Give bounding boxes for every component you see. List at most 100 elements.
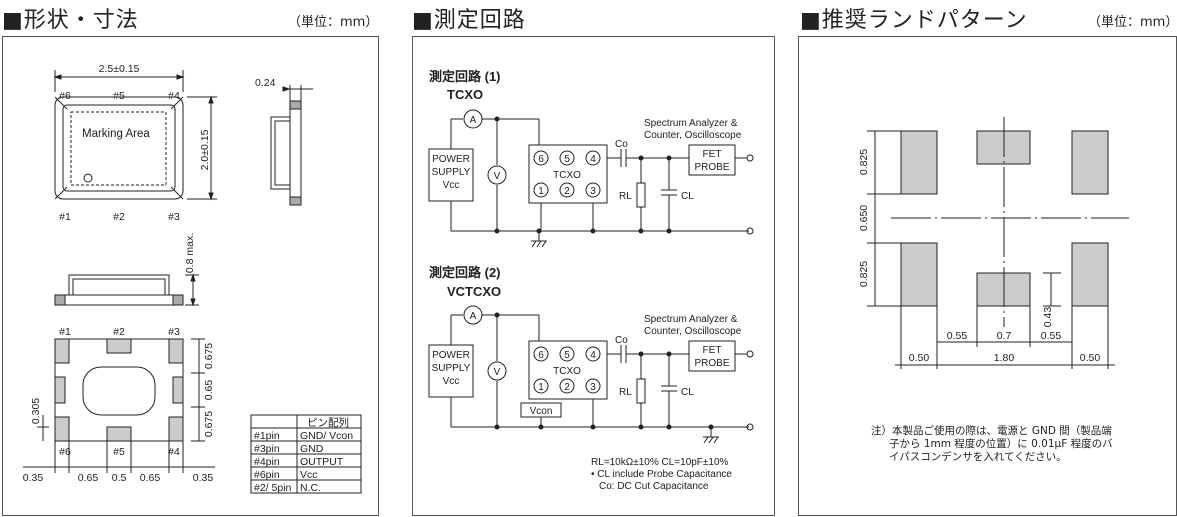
top-pin-label: #5	[113, 90, 125, 102]
pin-table-header: ピン配列	[307, 416, 349, 429]
bottom-view-pin-label: #2	[113, 326, 125, 338]
max-height-text: 0.8 max.	[184, 233, 196, 273]
power-supply-text: POWER	[432, 350, 470, 361]
cl-label: CL	[681, 191, 694, 202]
pin-table-cell: #2/ 5pin	[254, 482, 292, 494]
device-pin: 2	[564, 186, 570, 197]
circuit1-device-box	[528, 144, 608, 204]
bottom-view-pin-label: #3	[168, 326, 180, 338]
power-supply-text: POWER	[432, 154, 470, 165]
circuit-note: RL=10kΩ±10% CL=10pF±10%	[591, 457, 729, 468]
pin-table-cell: #4pin	[254, 456, 280, 468]
power-supply-text: Vcc	[443, 180, 460, 191]
height-dim-text: 2.0±0.15	[199, 129, 211, 170]
right-dim-text: 0.43	[1042, 307, 1054, 328]
probe-text: PROBE	[694, 162, 729, 173]
shape-unit-label: （単位：mm）	[288, 15, 379, 30]
power-supply-text: SUPPLY	[432, 167, 471, 178]
pin-table-cell: N.C.	[300, 482, 321, 494]
land-pattern-drawing: 0.825 0.650 0.825 0.43 0.55 0.7 0.55 0.5…	[858, 117, 1129, 369]
shape-section-title: ■形状・寸法	[2, 8, 139, 33]
circuit-note: • CL include Probe Capacitance	[591, 469, 732, 480]
resistor-rl	[636, 182, 646, 208]
bottom-dim-text: 0.50	[1080, 352, 1101, 364]
device-pin: 4	[590, 350, 596, 361]
device-pin: 1	[538, 186, 544, 197]
right-dim-text: 0.675	[203, 411, 215, 437]
bottom-pin-label: #2	[113, 211, 125, 223]
land-pad	[900, 242, 938, 307]
circuit2-device-box	[528, 340, 608, 400]
circuit-panel: 測定回路 (1) TCXO	[412, 36, 775, 516]
gap-dim-text: 0.55	[947, 330, 968, 342]
bottom-dim-text: 0.35	[23, 472, 44, 484]
right-dim-text: 0.65	[203, 380, 215, 401]
bottom-dim-text: 1.80	[994, 352, 1015, 364]
land-note: 注）本製品ご使用の際は、電源と GND 間（製品端 子から 1mm 程度の位置）…	[871, 425, 1113, 464]
device-pin: 4	[590, 154, 596, 165]
device-pin: 6	[538, 154, 544, 165]
rl-label: RL	[619, 191, 632, 202]
bottom-pin-label: #3	[168, 211, 180, 223]
gap-dim-text: 0.55	[1041, 330, 1062, 342]
width-dim-text: 2.5±0.15	[99, 63, 140, 75]
gap-dim-text: 0.7	[997, 330, 1012, 342]
left-dim-text: 0.650	[858, 205, 870, 231]
top-pin-label: #6	[59, 90, 71, 102]
land-note-line: 注）本製品ご使用の際は、電源と GND 間（製品端	[871, 425, 1112, 437]
land-panel: 0.825 0.650 0.825 0.43 0.55 0.7 0.55 0.5…	[798, 36, 1177, 516]
bottom-dim-text: 0.65	[78, 472, 99, 484]
right-dim-text: 0.675	[203, 343, 215, 369]
top-pin-label: #4	[168, 90, 180, 102]
power-supply-text: SUPPLY	[432, 363, 471, 374]
circuit1-label: 測定回路 (1)	[429, 69, 501, 84]
probe-text: FET	[703, 149, 722, 160]
analyzer-text: Counter, Oscilloscope	[644, 130, 742, 141]
analyzer-text: Spectrum Analyzer &	[644, 314, 738, 325]
circuit1-fet-probe	[688, 144, 736, 176]
voltmeter-icon	[487, 361, 507, 381]
bottom-view-outline	[54, 338, 184, 442]
pin-table-cell: GND	[300, 443, 324, 455]
bottom-view-pin-label: #6	[59, 446, 71, 458]
device-pin: 3	[590, 186, 596, 197]
power-supply-text: Vcc	[443, 376, 460, 387]
co-label: Co	[615, 335, 628, 346]
analyzer-text: Spectrum Analyzer &	[644, 118, 738, 129]
left-dim-text: 0.305	[30, 398, 42, 424]
bottom-dim-text: 0.50	[909, 352, 930, 364]
device-pin: 6	[538, 350, 544, 361]
circuit2-label: 測定回路 (2)	[429, 265, 501, 280]
marking-area-box	[70, 111, 167, 186]
land-note-line: 子から 1mm 程度の位置）に 0.01μF 程度のバ	[889, 438, 1113, 450]
device-pin: 5	[564, 154, 570, 165]
pin-table-cell: OUTPUT	[300, 456, 344, 468]
bottom-view-pin-label: #5	[113, 446, 125, 458]
bottom-dim-text: 0.35	[193, 472, 214, 484]
device-pin: 5	[564, 350, 570, 361]
rl-label: RL	[619, 387, 632, 398]
side-view-body	[289, 100, 302, 206]
top-view-outline	[54, 96, 184, 200]
cl-label: CL	[681, 387, 694, 398]
probe-text: FET	[703, 345, 722, 356]
bottom-dim-text: 0.5	[112, 472, 127, 484]
pin-table	[250, 414, 362, 494]
bottom-dim-text: 0.65	[140, 472, 161, 484]
circuit-section-title: ■測定回路	[412, 8, 526, 33]
left-dim-text: 0.825	[858, 261, 870, 287]
ammeter-label: A	[470, 115, 477, 126]
shape-drawing: 2.5±0.15 #6 #5 #4 #1 #2 #3 Marking Area …	[23, 63, 362, 494]
land-pad	[1071, 130, 1109, 195]
pin-table-cell: GND/ Vcon	[300, 430, 353, 442]
land-pad	[900, 130, 938, 195]
circuit2-fet-probe	[688, 340, 736, 372]
pin-table-cell: #6pin	[254, 469, 280, 481]
probe-text: PROBE	[694, 358, 729, 369]
device-name: TCXO	[553, 366, 581, 377]
analyzer-text: Counter, Oscilloscope	[644, 326, 742, 337]
pin-table-cell: #3pin	[254, 443, 280, 455]
pin1-marker-icon	[83, 173, 93, 183]
voltmeter-label: V	[494, 367, 501, 378]
device-pin: 3	[590, 382, 596, 393]
